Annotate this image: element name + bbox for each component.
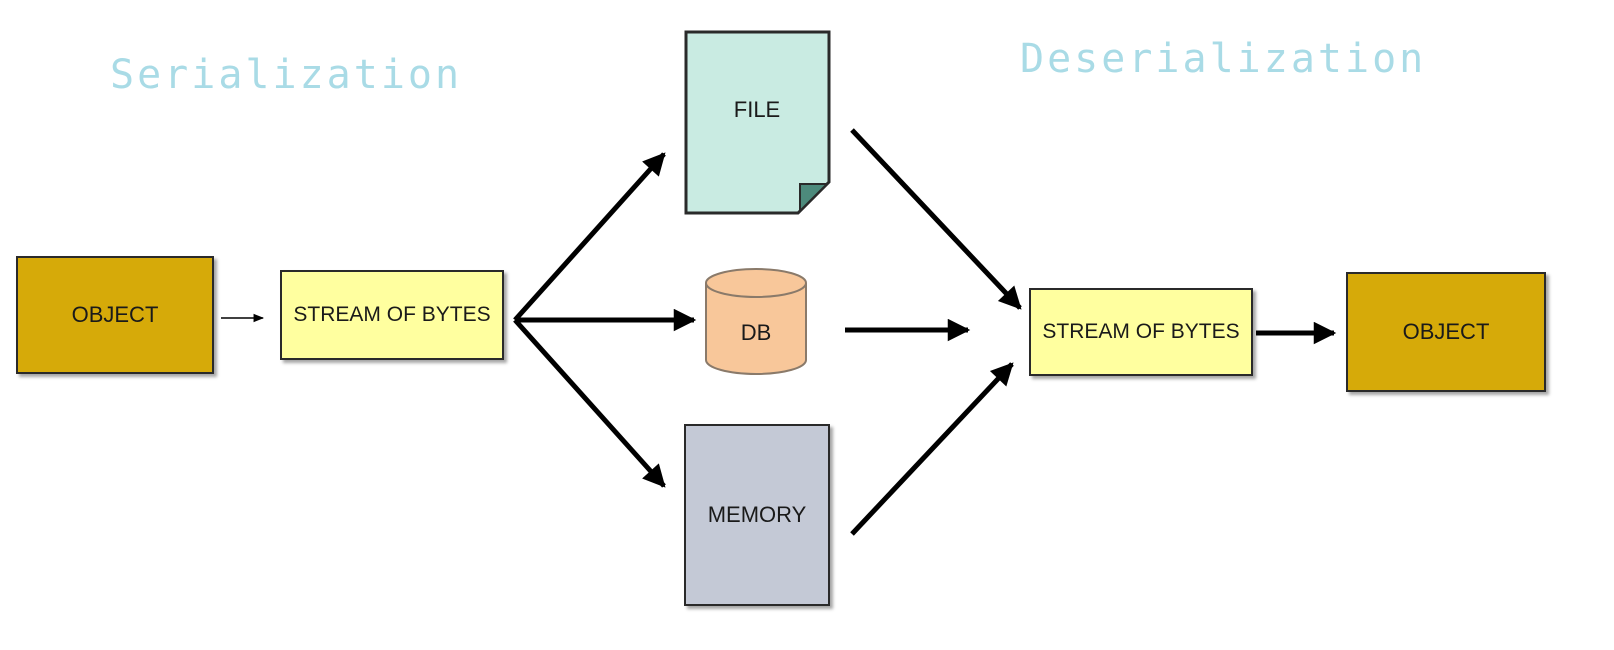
arrow-memory-to-stream (850, 362, 1014, 536)
arrow-stream-to-memory (513, 318, 666, 488)
arrow-file-to-stream (850, 128, 1022, 310)
file-node (684, 30, 831, 215)
object-left-box: OBJECT (16, 256, 214, 374)
object-left-label: OBJECT (71, 302, 159, 327)
memory-box: MEMORY (684, 424, 830, 606)
serialization-title: Serialization (110, 52, 463, 98)
object-right-box: OBJECT (1346, 272, 1546, 392)
db-label: DB (740, 320, 772, 345)
object-right-label: OBJECT (1402, 319, 1490, 344)
stream-left-box: STREAM OF BYTES (280, 270, 504, 360)
arrow-stream-to-file (513, 152, 666, 322)
file-label: FILE (733, 97, 781, 122)
stream-left-label: STREAM OF BYTES (293, 303, 491, 326)
memory-label: MEMORY (707, 502, 807, 527)
db-node (705, 268, 807, 375)
deserialization-title: Deserialization (1020, 36, 1427, 82)
stream-right-label: STREAM OF BYTES (1042, 320, 1240, 343)
stream-right-box: STREAM OF BYTES (1029, 288, 1253, 376)
